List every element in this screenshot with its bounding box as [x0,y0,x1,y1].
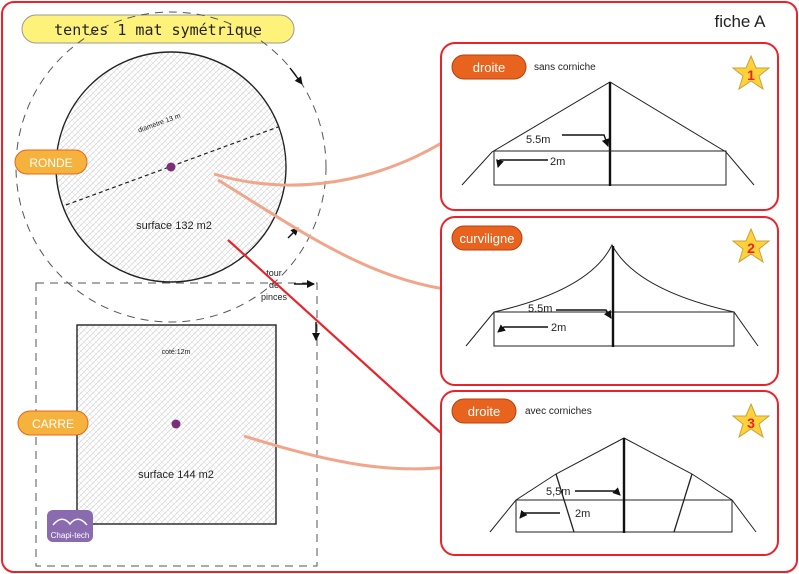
profile-3-width: 2m [575,508,590,520]
page-title: tentes 1 mat symétrique [54,21,262,39]
profile-3-tag: droite [468,404,501,419]
title-pill: tentes 1 mat symétrique [21,14,295,44]
tour-label-3: pinces [261,292,288,302]
profile-1-width: 2m [550,156,565,168]
profile-panel-1: droite sans corniche 1 5.5m 2m [440,42,779,211]
side-label: coté:12m [162,349,191,356]
square-center-dot [171,419,181,429]
round-surface-label: surface 132 m2 [136,220,212,232]
tour-label-1: tour [266,268,282,278]
logo-text: Chapi-tech [51,531,90,540]
profile-1-number: 1 [747,67,755,83]
rotation-arrow [289,67,303,85]
tour-label-2: de [269,280,279,290]
tag-ronde: RONDE [14,149,88,175]
profile-panel-2: curviligne 2 5.5m 2m [440,216,779,386]
arrow-to-profile-3-red [227,239,464,454]
profile-2-height: 5.5m [528,303,552,315]
center-pole-dot [166,162,176,172]
tag-ronde-label: RONDE [29,156,72,170]
profile-3-number: 3 [747,415,755,431]
profile-2-number: 2 [747,240,755,256]
profile-3-caption: avec corniches [525,406,592,417]
chapitech-logo: Chapi-tech [47,510,93,542]
profile-1-height: 5.5m [526,134,550,146]
number-star-2: 2 [731,227,771,264]
sheet-label: fiche A [714,12,766,31]
profile-1-caption: sans corniche [534,62,596,73]
number-star-3: 3 [731,402,771,439]
profile-2-width: 2m [551,322,566,334]
profile-2-tag: curviligne [460,231,515,246]
pinces-circle [15,11,327,323]
profile-panel-3: droite avec corniches 3 5,5m 2m [440,390,779,556]
tag-carre-label: CARRE [32,417,74,431]
profile-1-tag: droite [473,60,506,75]
profile-3-height: 5,5m [546,486,570,498]
square-surface-label: surface 144 m2 [138,469,214,481]
number-star-1: 1 [731,54,771,91]
tag-carre: CARRE [17,410,89,436]
